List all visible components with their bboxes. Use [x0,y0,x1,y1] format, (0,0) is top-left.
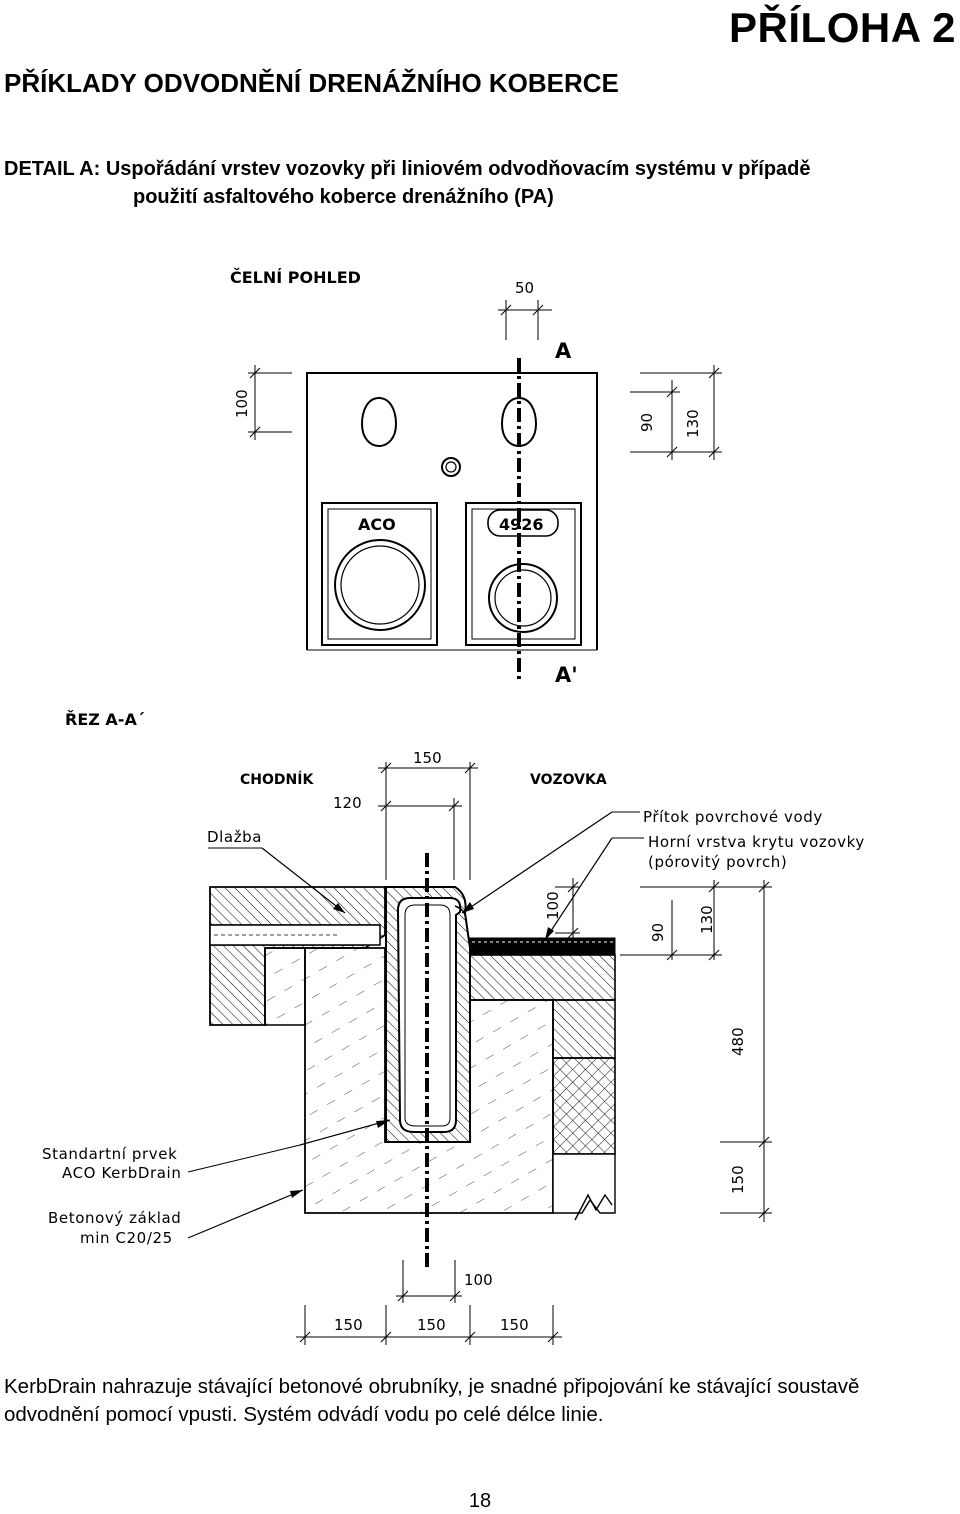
dim-120-label: 120 [333,794,362,812]
leader-element-arrow [299,1119,391,1146]
label-inflow: Přítok povrchové vody [643,808,823,826]
outlet-small-icon [488,563,558,633]
slot-left-icon [360,396,398,448]
page-number: 18 [468,1490,492,1512]
subgrade-layer [552,1153,616,1214]
dim-90-130 [630,365,722,460]
dim-50-label: 50 [515,279,534,297]
label-sidewalk: CHODNÍK [240,771,314,788]
sidewalk-paving [209,886,386,1026]
label-base-2: min C20/25 [80,1229,173,1247]
leader-base [187,1189,304,1239]
dim-130-label: 130 [684,409,702,438]
caption-line-2: odvodnění pomocí vpusti. Systém odvádí v… [4,1403,604,1426]
panel-left-label: ACO [358,515,396,534]
dim-100-bottom-label: 100 [464,1271,493,1289]
section-view-heading: ŘEZ A-A´ [65,710,145,729]
label-surface-1: Horní vrstva krytu vozovky [648,833,865,851]
subbase-layer [552,1057,616,1155]
outlet-large-inner [340,545,420,625]
leader-inflow-arrow [461,811,613,914]
dim-bottom-2-label: 150 [417,1316,446,1334]
label-road: VOZOVKA [530,772,607,788]
panel-right-label: 4926 [499,515,544,534]
front-view: ČELNÍ POHLED ACO 4926 A A' [230,268,722,687]
dim-bottom-1-label: 150 [334,1316,363,1334]
panel-right-inner [471,508,576,640]
dim-90-label: 90 [638,413,656,432]
break-line-icon [574,1193,613,1221]
section-view: ŘEZ A-A´ CHODNÍK VOZOVKA 150 120 Dlažba … [42,710,865,1345]
arrow-surface-icon [545,927,554,940]
dim-150-120 [378,762,478,880]
detail-description: DETAIL A: Uspořádání vrstev vozovky při … [4,155,956,211]
dim-150-top-label: 150 [413,749,442,767]
panel-left [321,502,438,646]
road-layers [469,937,616,1221]
detail-line-1: DETAIL A: Uspořádání vrstev vozovky při … [4,158,811,180]
caption: KerbDrain nahrazuje stávající betonové o… [4,1373,960,1429]
arrow-element-icon [376,1120,390,1128]
label-element-2: ACO KerbDrain [62,1164,181,1182]
front-view-heading: ČELNÍ POHLED [230,268,361,287]
label-base-1: Betonový základ [48,1209,181,1227]
porous-surface-layer [469,937,616,956]
panel-left-inner [327,508,432,640]
label-paving: Dlažba [207,828,262,846]
dim-90-section-label: 90 [649,923,667,942]
dim-100-left-label: 100 [233,389,251,418]
dim-bottom-3-label: 150 [500,1316,529,1334]
small-hole-inner [445,461,457,473]
dim-100-label: 100 [544,891,562,920]
label-element-1: Standartní prvek [42,1145,177,1163]
small-hole-icon [441,457,461,477]
caption-line-1: KerbDrain nahrazuje stávající betonové o… [4,1375,860,1398]
base-layer [552,999,616,1059]
dim-130-section-label: 130 [698,905,716,934]
arrow-base-icon [290,1190,303,1198]
appendix-heading: PŘÍLOHA 2 [729,4,956,51]
section-mark-a-prime: A' [555,663,578,687]
front-view-outline [306,372,598,651]
outlet-small-inner [494,569,552,627]
dim-100-left [248,365,292,440]
outlet-large-icon [334,539,426,631]
panel-right [465,502,582,646]
leader-surface-arrow [544,837,613,941]
panel-right-badge [487,509,559,537]
binder-layer [469,954,616,1001]
leader-element [187,1144,301,1173]
dim-50 [498,300,552,340]
detail-line-2: použití asfaltového koberce drenážního (… [133,186,554,208]
section-mark-a: A [555,339,572,363]
page-title: PŘÍKLADY ODVODNĚNÍ DRENÁŽNÍHO KOBERCE [4,68,619,98]
dim-480-label: 480 [729,1027,747,1056]
dims-bottom [296,1260,562,1345]
dims-right-section [555,878,772,1222]
label-surface-2: (pórovitý povrch) [648,853,787,871]
dim-150-right-label: 150 [729,1165,747,1194]
